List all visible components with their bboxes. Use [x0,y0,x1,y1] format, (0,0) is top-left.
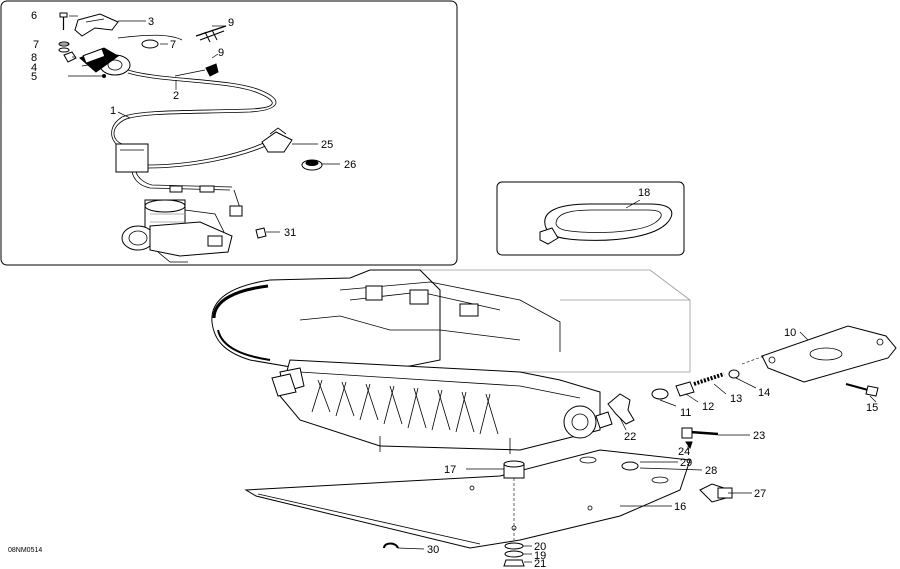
washer-part [728,369,740,379]
callout-7: 7 [170,39,176,51]
callout-29: 29 [680,457,692,469]
callout-2: 2 [173,90,179,102]
callout-13: 13 [730,393,742,405]
callout-16: 16 [674,501,686,513]
nut-part [503,559,525,567]
callout-7: 7 [33,39,39,51]
callout-5: 5 [31,71,37,83]
callout-9: 9 [218,47,224,59]
cable-junction-part [115,143,149,173]
callout-25: 25 [321,139,333,151]
nut-part [205,63,219,77]
callout-3: 3 [148,16,154,28]
callout-23: 23 [753,430,765,442]
callout-31: 31 [284,227,296,239]
callout-22: 22 [624,431,636,443]
callout-4: 4 [31,62,37,74]
callout-27: 27 [754,488,766,500]
engine-assembly: 10 14 11 12 13 15 22 23 24 17 29 28 27 1… [211,269,897,569]
mount-bracket-part [607,393,635,425]
bolt-part [59,12,68,30]
throttle-body-part [79,47,131,76]
engine-top-housing [211,269,441,373]
handle-part [544,203,673,241]
connector-part [261,127,293,153]
washer-part [58,47,70,53]
screw-part [255,227,267,239]
bolt-part [865,385,879,397]
diagram-code: 08NM0514 [8,547,42,554]
callout-14: 14 [758,387,770,399]
engine-body-part [279,359,601,451]
skid-plate-part [244,449,691,549]
callout-6: 6 [31,10,37,22]
callout-24: 24 [678,446,690,458]
callout-12: 12 [702,401,714,413]
callout-1: 1 [110,105,116,117]
washer-part [504,542,524,550]
engine-fitting-part [563,405,597,439]
callout-15: 15 [866,402,878,414]
inset-throttle-cable: 6 3 9 7 7 9 8 4 5 2 1 25 26 31 [0,0,458,266]
cable-adjuster-part [195,25,227,43]
spring-part [693,372,725,386]
lever-housing-part [74,13,119,37]
throttle-cable [113,69,277,145]
callout-30: 30 [427,544,439,556]
callout-9: 9 [228,17,234,29]
inset-handle: 18 [496,181,685,256]
callout-20: 20 [534,541,546,553]
callout-18: 18 [638,187,650,199]
callout-8: 8 [31,52,37,64]
callout-19: 19 [534,550,546,562]
stopper-part [651,388,669,400]
nut-part [685,441,693,450]
callout-26: 26 [344,159,356,171]
washer-part [504,550,524,558]
callout-21: 21 [534,558,546,569]
grommet-part [621,461,639,471]
callout-10: 10 [784,327,796,339]
clip-part [63,51,77,63]
callout-17: 17 [444,464,456,476]
collar-part [675,381,695,397]
clip-part [383,542,399,549]
bolt-part [681,427,693,439]
callout-28: 28 [705,465,717,477]
plate-part [761,325,897,383]
carburetor-part [121,199,233,263]
grommet-part [141,39,159,49]
callout-11: 11 [680,407,691,419]
